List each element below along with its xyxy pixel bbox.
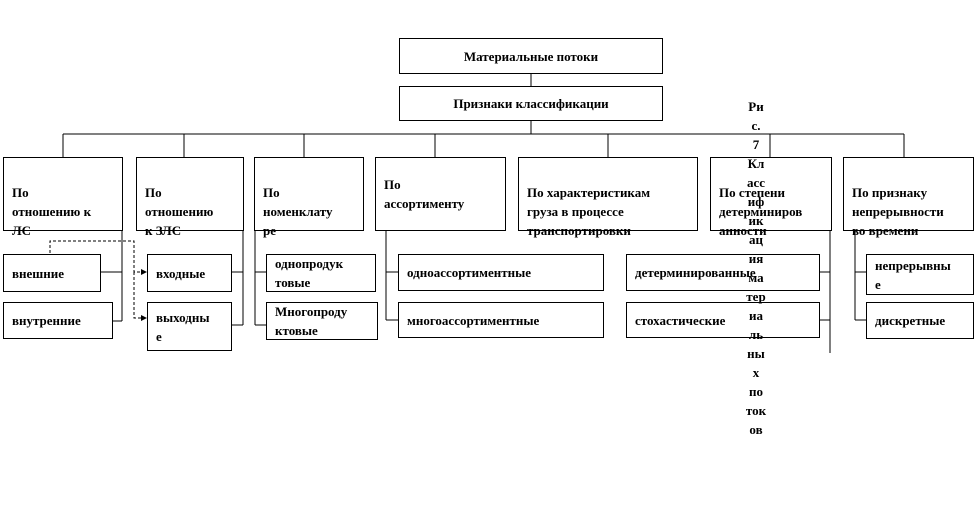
category-box-6: По степени детерминиров анности: [710, 157, 832, 238]
title-text: Материальные потоки: [463, 48, 599, 64]
leaf-box-single-assortment: одноассортиментные: [398, 254, 604, 291]
leaf-label: внутренние: [12, 313, 81, 328]
category-box-4: По ассортименту: [375, 157, 506, 231]
leaf-box-continuous: непрерывны е: [866, 254, 974, 295]
leaf-box-external: внешние: [3, 254, 101, 292]
leaf-label: одноассортиментные: [407, 265, 532, 280]
leaf-box-incoming: входные: [147, 254, 232, 292]
category-label: По характеристикам груза в процессе тран…: [527, 185, 651, 238]
category-box-1: По отношению к ЛС: [3, 157, 123, 238]
category-box-3: По номенклату ре: [254, 157, 364, 238]
category-label: По отношению к ЛС: [12, 185, 92, 238]
leaf-label: выходны е: [156, 309, 210, 344]
subtitle-box: Признаки классификации: [399, 86, 663, 121]
category-box-2: По отношению к ЗЛС: [136, 157, 244, 238]
title-box: Материальные потоки: [399, 38, 663, 74]
leaf-label: непрерывны е: [875, 257, 951, 292]
category-box-7: По признаку непрерывности во времени: [843, 157, 974, 238]
category-label: По отношению к ЗЛС: [145, 185, 214, 238]
leaf-box-discrete: дискретные: [866, 302, 974, 339]
leaf-label: многоассортиментные: [407, 312, 540, 328]
leaf-label: входные: [156, 265, 206, 281]
leaf-label: внешние: [12, 265, 65, 281]
leaf-box-single-product: однопродук товые: [266, 254, 376, 292]
category-label: По номенклату ре: [263, 185, 333, 238]
figure-caption: Ри с. 7 Кл асс иф ик ац ия ма тер иа ль …: [745, 99, 767, 437]
leaf-box-deterministic: детерминированные: [626, 254, 820, 291]
subtitle-text: Признаки классификации: [453, 96, 609, 111]
leaf-box-stochastic: стохастические: [626, 302, 820, 338]
leaf-box-multi-product: Многопроду ктовые: [266, 302, 378, 340]
leaf-box-internal: внутренние: [3, 302, 113, 339]
leaf-label: дискретные: [875, 313, 946, 328]
leaf-label: детерминированные: [635, 265, 756, 280]
leaf-box-outgoing: выходны е: [147, 302, 232, 351]
category-label: По признаку непрерывности во времени: [852, 185, 944, 238]
leaf-label: Многопроду ктовые: [275, 304, 348, 338]
category-box-5: По характеристикам груза в процессе тран…: [518, 157, 698, 238]
leaf-box-multi-assortment: многоассортиментные: [398, 302, 604, 338]
leaf-label: стохастические: [635, 312, 726, 328]
leaf-label: однопродук товые: [275, 256, 344, 290]
category-label: По степени детерминиров анности: [719, 185, 803, 238]
category-label: По ассортименту: [384, 177, 465, 211]
